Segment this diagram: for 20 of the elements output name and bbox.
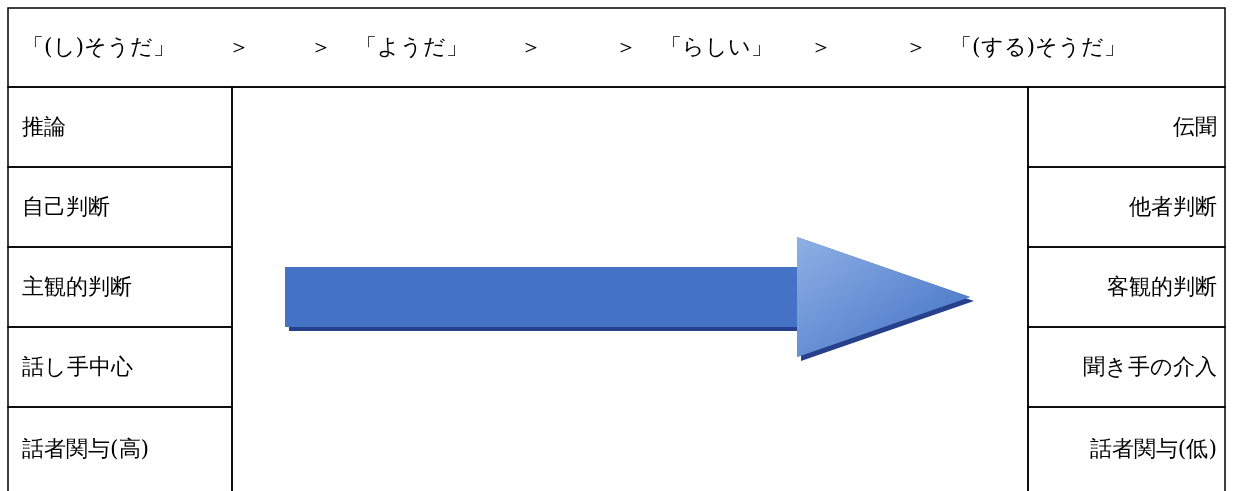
table-text: 他者判断 bbox=[1129, 196, 1217, 218]
table-text: 話し手中心 bbox=[22, 356, 133, 378]
greater-than-sign: ＞ bbox=[310, 36, 332, 58]
table-text: 自己判断 bbox=[22, 196, 110, 218]
table-text: 話者関与(高) bbox=[22, 438, 150, 460]
greater-than-sign: ＞ bbox=[615, 36, 637, 58]
greater-than-sign: ＞ bbox=[905, 36, 927, 58]
table-text: 伝聞 bbox=[1173, 116, 1217, 138]
table-text: 聞き手の介入 bbox=[1083, 356, 1217, 378]
greater-than-sign: ＞ bbox=[520, 36, 542, 58]
table-text: 「ようだ」 bbox=[355, 36, 468, 58]
table-text: 客観的判断 bbox=[1107, 276, 1217, 298]
table-text: 「(し)そうだ」 bbox=[22, 36, 176, 58]
greater-than-sign: ＞ bbox=[228, 36, 250, 58]
table-text: 主観的判断 bbox=[22, 276, 132, 298]
greater-than-sign: ＞ bbox=[810, 36, 832, 58]
table-text: 「らしい」 bbox=[660, 36, 773, 58]
table-text: 推論 bbox=[22, 116, 66, 138]
table-text: 話者関与(低) bbox=[1089, 438, 1217, 460]
table-text: 「(する)そうだ」 bbox=[950, 36, 1127, 58]
